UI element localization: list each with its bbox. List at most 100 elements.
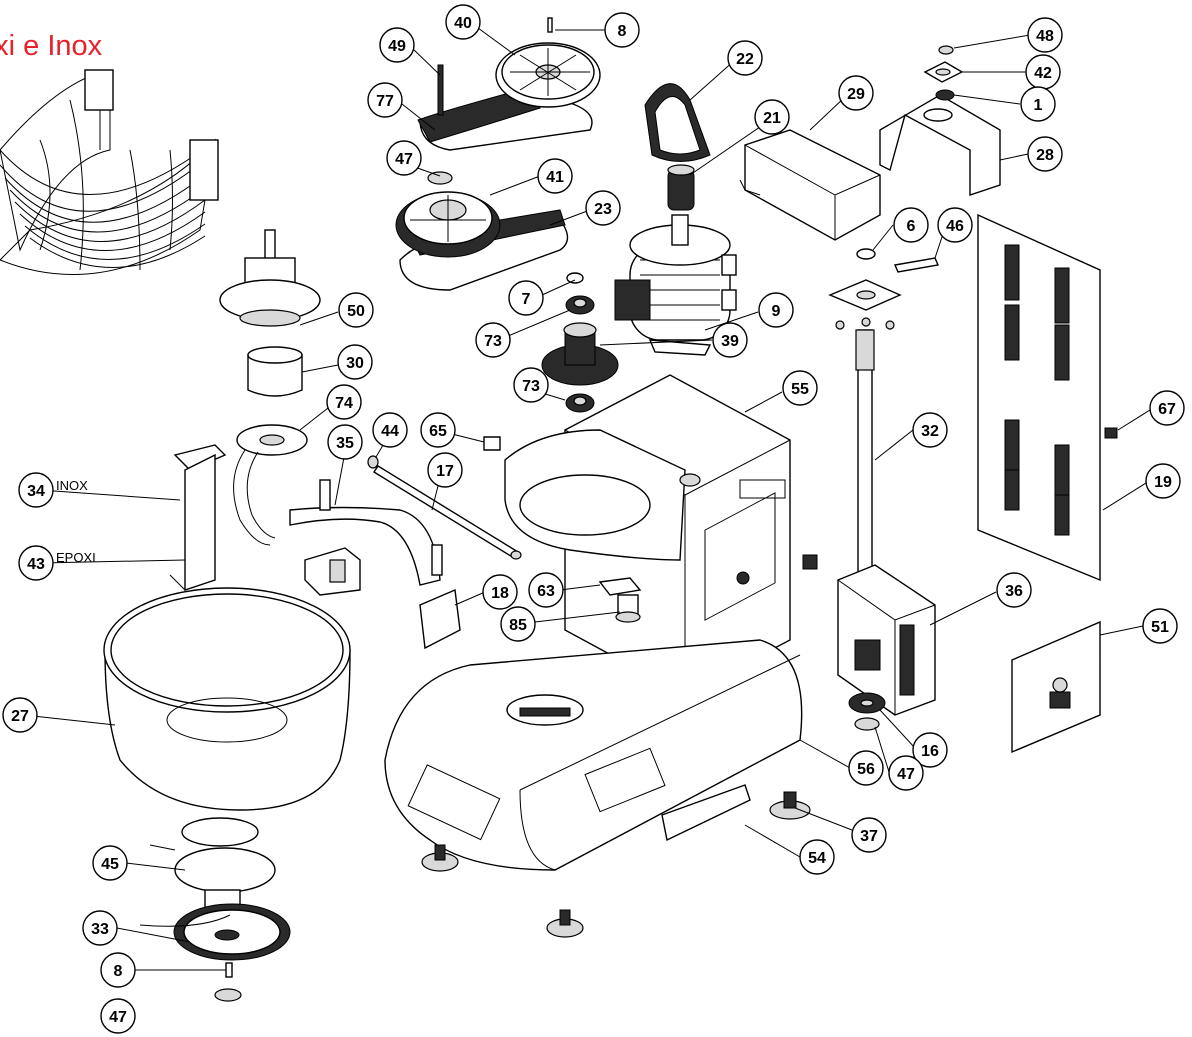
screw-67 [1104,427,1118,439]
electrical-box-29 [739,129,881,241]
svg-text:34: 34 [27,483,45,500]
gear-pulley [541,322,619,386]
callout-6: 6 [893,207,929,243]
svg-text:67: 67 [1158,401,1176,418]
svg-text:41: 41 [546,169,564,186]
svg-text:19: 19 [1154,474,1172,491]
callout-16: 16 [912,732,948,768]
callout-54: 54 [799,839,835,875]
bracket-motor [304,547,361,596]
svg-text:85: 85 [509,617,527,634]
svg-text:1: 1 [1034,97,1043,114]
svg-text:47: 47 [395,151,413,168]
svg-text:32: 32 [921,423,939,440]
callout-47-right: 47 [888,755,924,791]
coupling-21 [667,164,695,211]
svg-text:33: 33 [91,921,109,938]
svg-text:48: 48 [1036,28,1054,45]
svg-text:74: 74 [335,395,353,412]
svg-text:23: 23 [594,201,612,218]
callout-67: 67 [1149,390,1185,426]
callout-34: 34 [18,472,54,508]
svg-text:16: 16 [921,743,939,760]
flange-bearing-upper [828,279,902,330]
svg-text:73: 73 [522,378,540,395]
callout-22: 22 [727,40,763,76]
svg-text:27: 27 [11,708,29,725]
washer-48 [938,45,954,55]
svg-text:65: 65 [429,423,447,440]
callout-7: 7 [508,280,544,316]
washer-47-bottom [214,988,242,1002]
ring-7 [566,272,584,284]
callout-63: 63 [528,572,564,608]
svg-text:51: 51 [1151,619,1169,636]
epoxi-label: EPOXI [56,550,96,565]
column-34 [169,444,227,591]
svg-text:55: 55 [791,381,809,398]
motor-pulley-41 [395,191,569,291]
svg-text:9: 9 [772,303,781,320]
plate-63 [598,577,642,596]
svg-text:22: 22 [736,51,754,68]
svg-text:21: 21 [763,110,781,127]
callout-44: 44 [372,412,408,448]
key-8-top [547,17,553,33]
callout-45: 45 [92,845,128,881]
ring-1 [935,89,955,101]
bolt-65 [483,436,501,451]
key-8-bottom [225,962,233,978]
callout-32: 32 [912,412,948,448]
callout-47-bottom: 47 [100,998,136,1034]
callout-39: 39 [712,322,748,358]
washer-47-right [854,717,880,731]
svg-text:77: 77 [376,93,394,110]
side-panel-19 [977,213,1101,582]
link-46 [894,257,939,273]
callout-85: 85 [500,606,536,642]
svg-text:28: 28 [1036,147,1054,164]
callout-8-top: 8 [604,12,640,48]
callout-35: 35 [327,424,363,460]
callout-29: 29 [838,75,874,111]
svg-text:46: 46 [946,218,964,235]
sprocket-16 [848,692,886,714]
diagram-title: oxi e Inox [0,30,103,62]
flange-bearing-42 [923,61,964,83]
ring-6 [856,248,876,260]
nut-44 [367,455,379,469]
shaft-collar [855,329,875,371]
inox-label: INOX [56,478,88,493]
bowl-scraper-35 [289,479,443,586]
svg-text:37: 37 [860,828,878,845]
callout-73-upper: 73 [475,322,511,358]
svg-text:17: 17 [436,463,454,480]
svg-text:40: 40 [454,15,472,32]
callout-48: 48 [1027,17,1063,53]
callout-9: 9 [758,292,794,328]
callout-43: 43 [18,545,54,581]
svg-text:30: 30 [346,355,364,372]
callout-56: 56 [848,750,884,786]
electric-box-36 [837,564,936,716]
callout-33: 33 [82,910,118,946]
bracket-18 [419,588,461,650]
bearing-73-lower [565,393,595,413]
svg-text:50: 50 [347,303,365,320]
washer-47-top [427,171,453,185]
upper-pulley-40 [417,42,601,151]
callout-65: 65 [420,412,456,448]
callout-28: 28 [1027,136,1063,172]
svg-text:36: 36 [1005,583,1023,600]
bowl-27 [103,587,351,811]
svg-text:43: 43 [27,556,45,573]
callout-37: 37 [851,817,887,853]
control-panel-51 [1011,620,1101,754]
callout-77: 77 [367,82,403,118]
svg-text:18: 18 [491,585,509,602]
callout-73-lower: 73 [513,367,549,403]
callout-18: 18 [482,574,518,610]
callout-8-bottom: 8 [100,952,136,988]
svg-text:45: 45 [101,856,119,873]
